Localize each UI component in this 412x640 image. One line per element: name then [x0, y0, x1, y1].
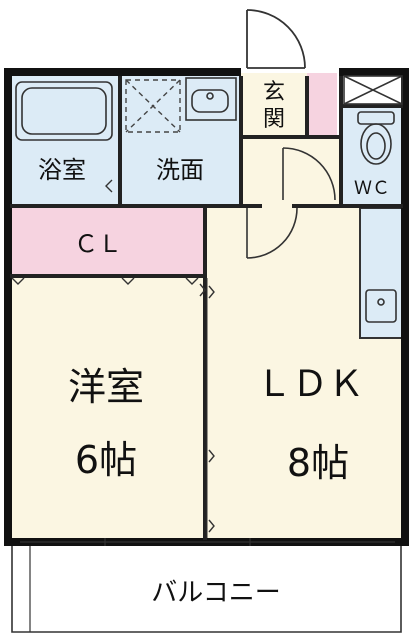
toilet-icon: [357, 111, 395, 165]
window-frame: [20, 538, 395, 546]
ventilation-icon: [343, 75, 403, 105]
western-room-area: [8, 276, 205, 540]
closet-door-marks: [11, 277, 199, 285]
shoe-cabinet: [307, 73, 337, 137]
front-door-icon: [246, 9, 306, 69]
kitchen-counter: [359, 207, 403, 339]
ldk-label: ＬＤＫ: [256, 364, 364, 405]
washing-machine-icon: [125, 79, 181, 133]
wc-label: ＷＣ: [354, 178, 390, 199]
bathtub-icon: [15, 81, 113, 141]
bath-door-icon: [105, 179, 113, 193]
balcony-label: バルコニー: [151, 578, 280, 608]
closet-label: ＣＬ: [74, 230, 122, 258]
sliding-door-marks: [199, 278, 215, 538]
ldk-size: 8帖: [287, 441, 349, 485]
entrance-area: [241, 73, 307, 137]
ldk-door-icon: [246, 207, 298, 259]
washroom-label: 洗面: [156, 156, 204, 184]
kitchen-sink-icon: [365, 289, 397, 323]
closet-area: [8, 206, 205, 276]
bath-label: 浴室: [38, 156, 86, 184]
entrance-label-line2: 関: [263, 107, 285, 132]
wash-basin-icon: [185, 77, 237, 121]
washroom-area: [120, 73, 241, 206]
interior-walls: [10, 76, 403, 540]
western-room-size: 6帖: [75, 438, 137, 482]
western-room-name: 洋室: [68, 365, 144, 409]
balcony-outline: [11, 546, 402, 633]
wc-door-icon: [282, 147, 336, 201]
entrance-label-line1: 玄: [263, 80, 285, 105]
